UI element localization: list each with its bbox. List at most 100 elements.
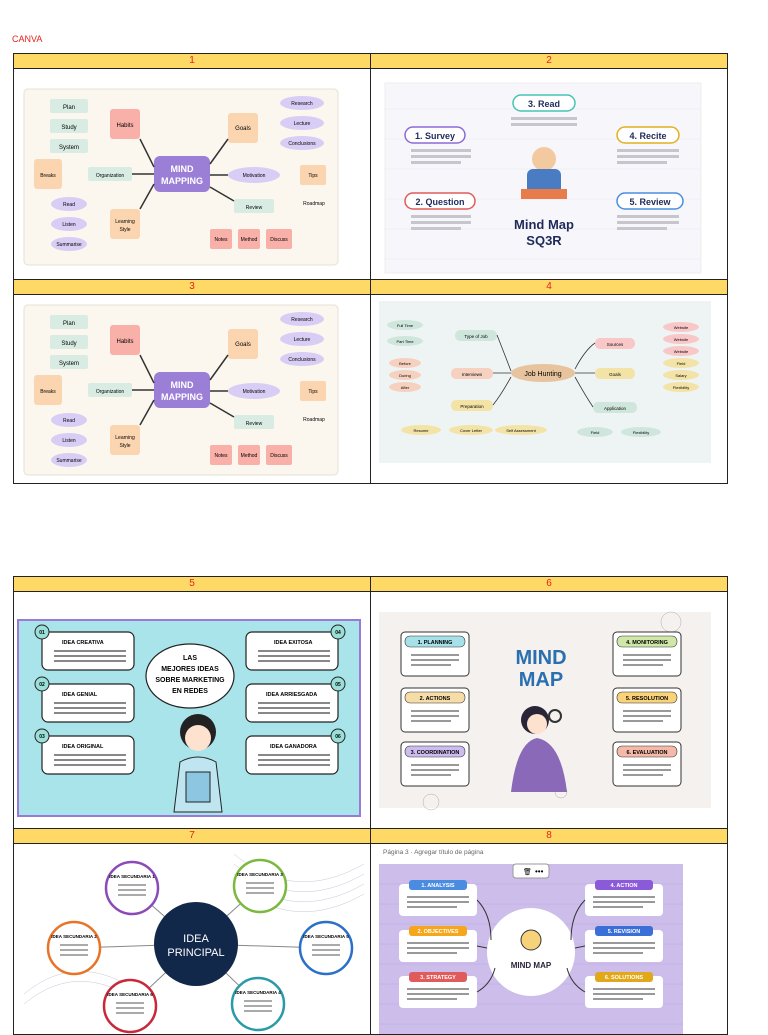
- sq3r-step-review: 5. Review: [629, 197, 671, 207]
- idea-number-02: 02: [39, 682, 45, 688]
- learning-style-line1: Learning: [115, 435, 135, 441]
- prep-item-cover-letter: Cover Letter: [460, 428, 483, 433]
- learning-item-read: Read: [63, 202, 75, 208]
- review-item-method: Method: [241, 453, 258, 459]
- template-table-2: 5 6 01 02 03 04 05 06 IDEA CR: [13, 576, 728, 1035]
- organization-node: Organization: [96, 389, 125, 395]
- prep-item-self-assessment: Self Assessment: [506, 428, 536, 433]
- habits-node: Habits: [116, 123, 133, 129]
- cell-number-7: 7: [13, 828, 371, 844]
- mgmt-resolution: 5. RESOLUTION: [626, 696, 668, 702]
- idea-genial: IDEA GENIAL: [62, 692, 98, 698]
- cell-marketing-ideas[interactable]: 01 02 03 04 05 06 IDEA CREATIVA IDEA GEN…: [13, 591, 371, 829]
- review-item-notes: Notes: [214, 237, 228, 243]
- sq3r-step-question: 2. Question: [415, 197, 464, 207]
- idea-secundaria-5: IDEA SECUNDARIA 5: [303, 934, 349, 939]
- roadmap-node: Roadmap: [303, 201, 325, 207]
- job-goal-item-salary: Salary: [675, 373, 686, 378]
- idea-secundaria-4: IDEA SECUNDARIA 4: [235, 990, 281, 995]
- cell-number-3: 3: [13, 279, 371, 295]
- purple-center-label: MIND MAP: [511, 961, 552, 970]
- sq3r-step-survey: 1. Survey: [415, 131, 455, 141]
- idea-secundaria-3: IDEA SECUNDARIA 3: [237, 872, 283, 877]
- cell-mind-mapping-habits[interactable]: Plan Study System Habits Breaks Organiza…: [13, 68, 371, 280]
- cell-number-5: 5: [13, 576, 371, 592]
- cell-mind-mapping-habits-copy[interactable]: Plan Study System Habits Breaks Organiza…: [13, 294, 371, 484]
- idea-principal-image: IDEA PRINCIPAL IDEA SECUNDARIA 1 IDEA SE…: [18, 848, 366, 1034]
- idea-secundaria-6: IDEA SECUNDARIA 6: [107, 992, 153, 997]
- prep-item-resume: Resume: [414, 428, 430, 433]
- marketing-title-line4: EN REDES: [172, 688, 208, 695]
- mgmt-evaluation: 6. EVALUATION: [626, 750, 667, 756]
- motivation-node: Motivation: [243, 173, 266, 179]
- learning-item-listen: Listen: [62, 222, 76, 228]
- goal-item-lecture: Lecture: [294, 121, 311, 127]
- learning-item-summarise: Summarise: [56, 242, 82, 248]
- mgmt-coordination: 3. COORDINATION: [411, 750, 460, 756]
- cell-job-hunting[interactable]: Job Hunting Type of Job Full Time Part T…: [370, 294, 728, 484]
- job-goal-item-flexibility: Flexibility: [673, 385, 689, 390]
- mindmap-habits-image: Plan Study System Habits Breaks Organiza…: [23, 88, 339, 266]
- cell-number-6: 6: [370, 576, 728, 592]
- job-hunting-center: Job Hunting: [524, 371, 561, 378]
- goal-item-conclusions: Conclusions: [288, 141, 316, 147]
- sq3r-step-recite: 4. Recite: [629, 131, 666, 141]
- goal-item-conclusions: Conclusions: [288, 357, 316, 363]
- habit-item-study: Study: [61, 125, 76, 131]
- idea-principal-line1: IDEA: [183, 933, 209, 945]
- idea-ganadora: IDEA GANADORA: [270, 744, 317, 750]
- idea-number-04: 04: [335, 630, 341, 636]
- job-goal-item-field: Field: [677, 361, 686, 366]
- mind-mapping-center-line1: MIND: [171, 164, 194, 174]
- idea-number-06: 06: [335, 734, 341, 740]
- interview-item-before: Before: [399, 361, 412, 366]
- review-node: Review: [246, 421, 263, 427]
- cell-sq3r[interactable]: 3. Read 1. Survey 4. Recite 2. Question …: [370, 68, 728, 280]
- sq3r-image: 3. Read 1. Survey 4. Recite 2. Question …: [384, 82, 702, 274]
- mgmt-planning: 1. PLANNING: [418, 640, 453, 646]
- goals-node: Goals: [235, 342, 251, 348]
- learning-style-line1: Learning: [115, 219, 135, 225]
- learning-style-line2: Style: [119, 443, 130, 449]
- idea-principal-line2: PRINCIPAL: [167, 947, 224, 959]
- management-mind-map-image: 1. PLANNING 2. ACTIONS 3. COORDINATION 4…: [379, 611, 711, 811]
- mgmt-center-line2: MAP: [519, 669, 563, 691]
- source-item-website-2: Website: [674, 337, 689, 342]
- organization-node: Organization: [96, 173, 125, 179]
- tips-node: Tips: [308, 173, 318, 179]
- purple-action: 4. ACTION: [611, 883, 638, 889]
- canva-label: CANVA: [12, 34, 43, 44]
- habit-item-system: System: [59, 361, 79, 367]
- review-item-notes: Notes: [214, 453, 228, 459]
- idea-number-03: 03: [39, 734, 45, 740]
- sq3r-title-line1: Mind Map: [514, 217, 574, 232]
- review-item-discuss: Discuss: [270, 237, 288, 243]
- mind-mapping-center-line2: MAPPING: [161, 176, 203, 186]
- cell-number-4: 4: [370, 279, 728, 295]
- idea-creativa: IDEA CREATIVA: [62, 640, 104, 646]
- idea-secundaria-1: IDEA SECUNDARIA 1: [109, 874, 155, 879]
- goals-node: Goals: [235, 126, 251, 132]
- cell-purple-mind-map[interactable]: Página 3 · Agregar título de página 🗑 ••…: [370, 843, 728, 1035]
- idea-exitosa: IDEA EXITOSA: [274, 640, 313, 646]
- sq3r-step-read: 3. Read: [528, 99, 560, 109]
- more-options-icon[interactable]: •••: [535, 867, 544, 876]
- preparation-node: Preparation: [460, 404, 484, 409]
- mind-mapping-center-line1: MIND: [171, 380, 194, 390]
- job-hunting-image: Job Hunting Type of Job Full Time Part T…: [379, 301, 711, 463]
- sq3r-title-line2: SQ3R: [526, 233, 562, 248]
- mgmt-actions: 2. ACTIONS: [420, 696, 451, 702]
- habit-item-system: System: [59, 145, 79, 151]
- idea-number-01: 01: [39, 630, 45, 636]
- cell-number-1: 1: [13, 53, 371, 69]
- cell-management-mind-map[interactable]: 1. PLANNING 2. ACTIONS 3. COORDINATION 4…: [370, 591, 728, 829]
- motivation-node: Motivation: [243, 389, 266, 395]
- app-item-field: Field: [591, 430, 600, 435]
- marketing-ideas-image: 01 02 03 04 05 06 IDEA CREATIVA IDEA GEN…: [17, 619, 361, 817]
- purple-analysis: 1. ANALYSIS: [421, 883, 455, 889]
- cell-number-8: 8: [370, 828, 728, 844]
- trash-icon[interactable]: 🗑: [523, 867, 532, 876]
- type-item-full-time: Full Time: [397, 323, 414, 328]
- review-item-method: Method: [241, 237, 258, 243]
- cell-idea-principal[interactable]: IDEA PRINCIPAL IDEA SECUNDARIA 1 IDEA SE…: [13, 843, 371, 1035]
